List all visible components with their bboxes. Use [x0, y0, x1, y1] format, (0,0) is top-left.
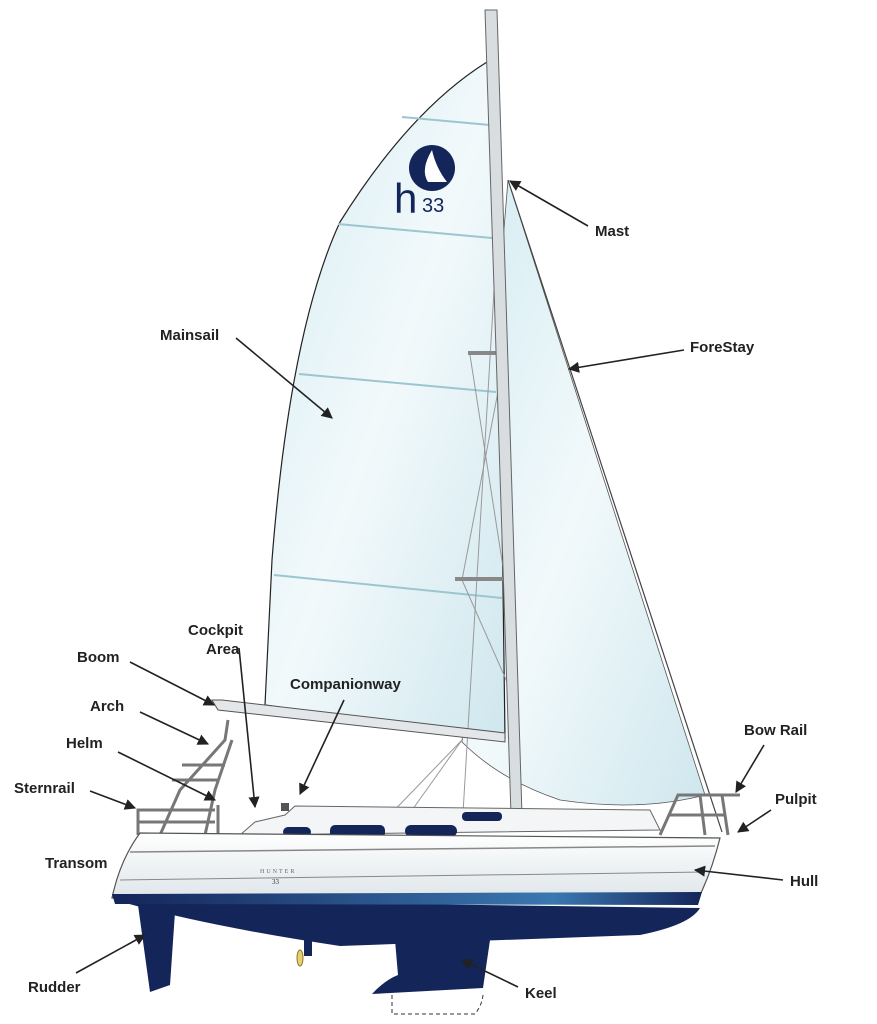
hull-model-text: 33 [272, 878, 280, 886]
label-forestay: ForeStay [690, 339, 755, 356]
label-pulpit: Pulpit [775, 791, 817, 808]
label-bow-rail: Bow Rail [744, 722, 808, 739]
hull [111, 832, 721, 899]
bow-rails [658, 793, 740, 836]
svg-text:33: 33 [422, 195, 444, 217]
forestay-line [507, 179, 723, 833]
label-mainsail: Mainsail [160, 327, 220, 344]
sail-logo: h 33 [394, 145, 455, 222]
label-cockpit-line1: Cockpit [188, 622, 244, 639]
keel [372, 940, 490, 994]
hull-brand-text: HUNTER [260, 869, 296, 875]
label-transom: Transom [45, 855, 108, 872]
svg-text:h: h [394, 175, 417, 222]
rudder [138, 905, 175, 992]
stern-rails [136, 719, 234, 836]
boot-stripe [112, 892, 702, 905]
label-mast: Mast [595, 223, 630, 240]
label-helm: Helm [66, 735, 103, 752]
sail-battens [273, 116, 503, 599]
label-keel: Keel [525, 985, 557, 1002]
label-boom: Boom [77, 649, 120, 666]
label-companionway: Companionway [290, 676, 401, 693]
label-arch: Arch [90, 698, 125, 715]
label-rudder: Rudder [28, 979, 81, 996]
label-sternrail: Sternrail [14, 780, 75, 797]
boom [211, 699, 506, 743]
label-cockpit-line2: Area [206, 641, 240, 658]
label-hull: Hull [790, 873, 819, 890]
underwater-hull [115, 900, 700, 946]
pointer-arrows [75, 180, 784, 988]
mainsail [264, 61, 506, 739]
